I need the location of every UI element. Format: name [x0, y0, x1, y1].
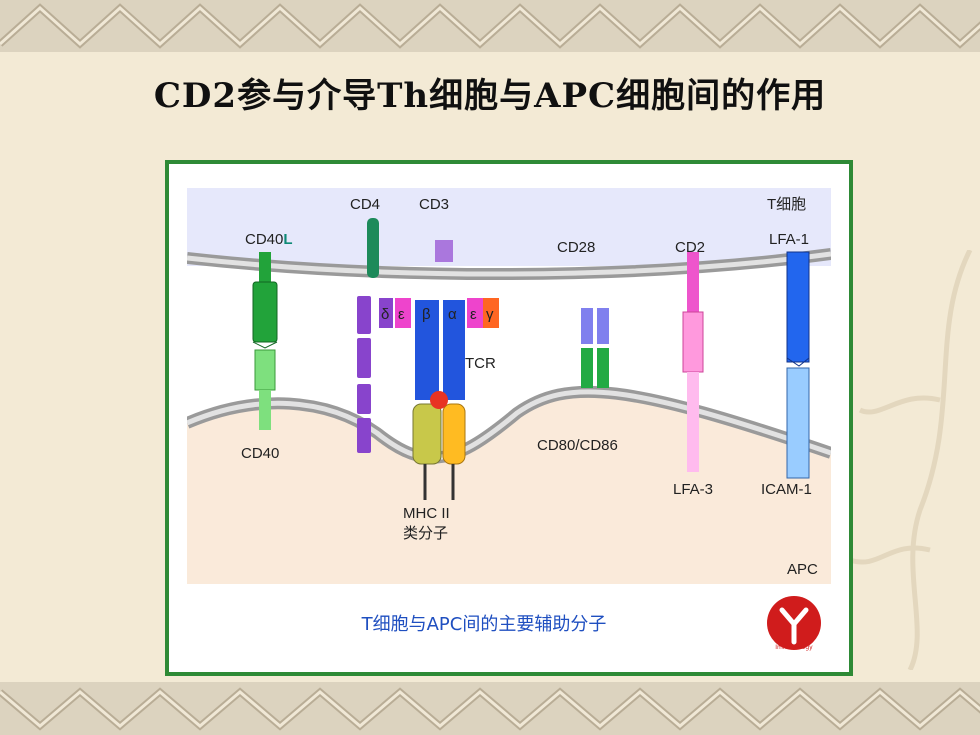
label-cd80-cd86: CD80/CD86	[537, 437, 618, 454]
label-mhc-line2: 类分子	[403, 525, 448, 542]
label-cd40: CD40	[241, 445, 279, 462]
label-cd2: CD2	[675, 239, 705, 256]
label-cd4: CD4	[350, 196, 380, 213]
label-mhc-line1: MHC II	[403, 505, 450, 522]
apc-region	[187, 391, 831, 584]
label-lfa1: LFA-1	[769, 231, 809, 248]
cd28-cd80-pair	[581, 308, 609, 388]
decorative-bottom-border	[0, 682, 980, 735]
label-alpha: α	[448, 306, 457, 323]
label-cd40l: CD40L	[245, 231, 293, 248]
label-apc: APC	[787, 561, 818, 578]
t-cell-region	[187, 188, 831, 266]
background-branch-motif	[849, 250, 973, 670]
label-icam1: ICAM-1	[761, 481, 812, 498]
diagram-frame: CD4 CD3 T细胞 CD40L CD28 CD2 LFA-1 TCR CD4…	[165, 160, 853, 676]
label-beta: β	[422, 306, 431, 323]
tcr-cd3-complex	[379, 240, 499, 500]
label-delta: δ	[381, 306, 389, 323]
immunology-logo: Immunology	[767, 596, 821, 651]
label-epsilon-1: ε	[398, 306, 405, 323]
diagram-panel: CD4 CD3 T细胞 CD40L CD28 CD2 LFA-1 TCR CD4…	[169, 164, 849, 672]
label-cd3: CD3	[419, 196, 449, 213]
label-gamma: γ	[486, 306, 494, 323]
cd2-lfa3-pair	[682, 252, 704, 472]
decorative-top-border	[0, 0, 980, 52]
label-t-cell: T细胞	[767, 196, 806, 213]
label-tcr: TCR	[465, 355, 496, 372]
slide-title: CD2参与介导Th细胞与APC细胞间的作用	[153, 76, 827, 116]
label-cd28: CD28	[557, 239, 595, 256]
cd4-molecule	[357, 218, 379, 453]
label-epsilon-2: ε	[470, 306, 477, 323]
cd40l-cd40-pair	[252, 252, 278, 430]
logo-text: Immunology	[775, 644, 813, 651]
label-lfa3: LFA-3	[673, 481, 713, 498]
diagram-caption: T细胞与APC间的主要辅助分子	[361, 614, 607, 635]
immune-synapse-diagram: CD4 CD3 T细胞 CD40L CD28 CD2 LFA-1 TCR CD4…	[187, 188, 831, 584]
lfa1-icam1-pair	[786, 251, 810, 479]
